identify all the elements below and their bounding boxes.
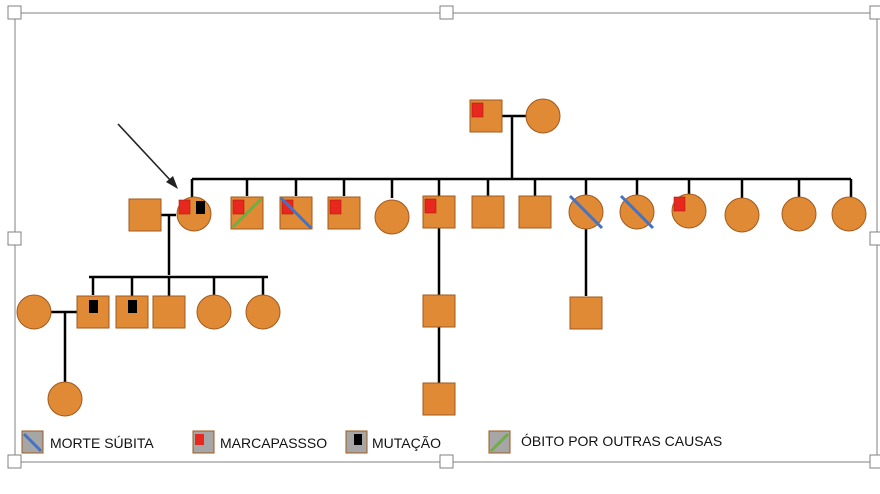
legend-symbol-sudden-death (21, 430, 44, 454)
male-square (518, 195, 552, 229)
individual-sib-11[interactable] (724, 197, 760, 233)
sudden-death-slash (619, 194, 655, 230)
female-circle (831, 196, 867, 232)
pedigree-individuals (16, 98, 867, 417)
individual-sib-5[interactable] (422, 195, 456, 229)
pacemaker-marker (178, 199, 191, 215)
individual-proband-spouse[interactable] (128, 198, 162, 232)
individual-grandchild-1[interactable] (47, 381, 83, 417)
individual-sib-4[interactable] (374, 199, 410, 235)
pacemaker-marker (471, 102, 484, 118)
pacemaker-marker (329, 199, 342, 215)
pacemaker-marker (281, 199, 294, 215)
legend-symbol-mutation (345, 430, 368, 454)
mutation-marker (89, 300, 98, 313)
individual-sib-2[interactable] (279, 196, 313, 230)
male-square (569, 296, 603, 330)
individual-sib-10[interactable] (671, 193, 707, 229)
individual-proband[interactable] (176, 196, 212, 232)
individual-sib-6[interactable] (471, 195, 505, 229)
legend (21, 430, 511, 454)
other-death-slash (231, 197, 263, 229)
resize-handle-middle-right[interactable] (869, 231, 880, 246)
mutation-marker (196, 201, 205, 214)
individual-sib-9[interactable] (619, 194, 655, 230)
resize-handle-bottom-right[interactable] (869, 454, 880, 469)
resize-handle-middle-left[interactable] (7, 231, 22, 246)
legend-label-pacemaker: MARCAPASSSO (220, 435, 328, 451)
individual-sib-8[interactable] (568, 194, 604, 230)
legend-label-other-death: ÓBITO POR OUTRAS CAUSAS (521, 433, 723, 449)
individual-sib-1[interactable] (230, 196, 264, 230)
legend-label-mutation: MUTAÇÃO (372, 435, 441, 451)
female-circle (16, 294, 52, 330)
individual-sib-13[interactable] (831, 196, 867, 232)
male-square (152, 295, 186, 329)
legend-label-sudden-death: MORTE SÚBITA (50, 435, 154, 451)
individual-sib-12[interactable] (781, 196, 817, 232)
individual-child-1-spouse[interactable] (16, 294, 52, 330)
individual-child-2[interactable] (115, 295, 149, 329)
pedigree-connectors (51, 114, 853, 383)
individual-child-4[interactable] (196, 294, 232, 330)
male-square (422, 294, 456, 328)
individual-child-1[interactable] (76, 295, 110, 329)
individual-sib-7[interactable] (518, 195, 552, 229)
individual-child-5[interactable] (245, 294, 281, 330)
individual-child-3[interactable] (152, 295, 186, 329)
female-circle (47, 381, 83, 417)
resize-handle-bottom-left[interactable] (7, 454, 22, 469)
individual-sib-3[interactable] (327, 196, 361, 230)
pacemaker-marker (232, 199, 245, 215)
male-square (422, 382, 456, 416)
resize-handle-top-middle[interactable] (439, 5, 454, 20)
resize-handle-bottom-middle[interactable] (439, 454, 454, 469)
female-circle (245, 294, 281, 330)
female-circle (196, 294, 232, 330)
individual-gen1-mother[interactable] (525, 98, 561, 134)
individual-sib-5-grandchild[interactable] (422, 382, 456, 416)
female-circle (525, 98, 561, 134)
female-circle (374, 199, 410, 235)
male-square (128, 198, 162, 232)
individual-sib-5-child[interactable] (422, 294, 456, 328)
female-circle (781, 196, 817, 232)
individual-sib-8-child[interactable] (569, 296, 603, 330)
proband-arrow (117, 123, 178, 189)
pacemaker-marker (673, 196, 686, 212)
female-circle (724, 197, 760, 233)
individual-gen1-father[interactable] (469, 99, 503, 133)
male-square (471, 195, 505, 229)
resize-handle-top-left[interactable] (7, 5, 22, 20)
resize-handle-top-right[interactable] (869, 5, 880, 20)
sudden-death-slash (279, 196, 313, 230)
legend-symbol-pacemaker (192, 430, 215, 454)
pacemaker-marker (424, 198, 437, 214)
legend-symbol-other-death (488, 430, 511, 454)
mutation-marker (128, 300, 137, 313)
sudden-death-slash (568, 194, 604, 230)
